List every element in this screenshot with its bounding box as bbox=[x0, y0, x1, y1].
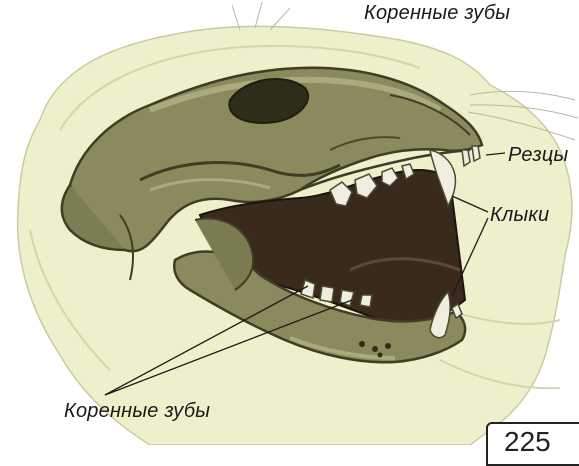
label-molars-top: Коренные зубы bbox=[364, 2, 510, 25]
lower-molar-2 bbox=[320, 286, 334, 302]
page-number-box: 225 bbox=[486, 422, 579, 466]
lion-skull-diagram: Коренные зубы Резцы Клыки Коренные зубы … bbox=[0, 0, 579, 445]
upper-incisor-1 bbox=[462, 150, 470, 166]
lower-molar-4 bbox=[360, 295, 372, 307]
label-incisors: Резцы bbox=[508, 144, 568, 167]
upper-incisor-2 bbox=[472, 146, 480, 161]
page-number: 225 bbox=[504, 426, 551, 458]
label-canines: Клыки bbox=[490, 204, 549, 227]
label-molars-bottom: Коренные зубы bbox=[64, 400, 210, 423]
